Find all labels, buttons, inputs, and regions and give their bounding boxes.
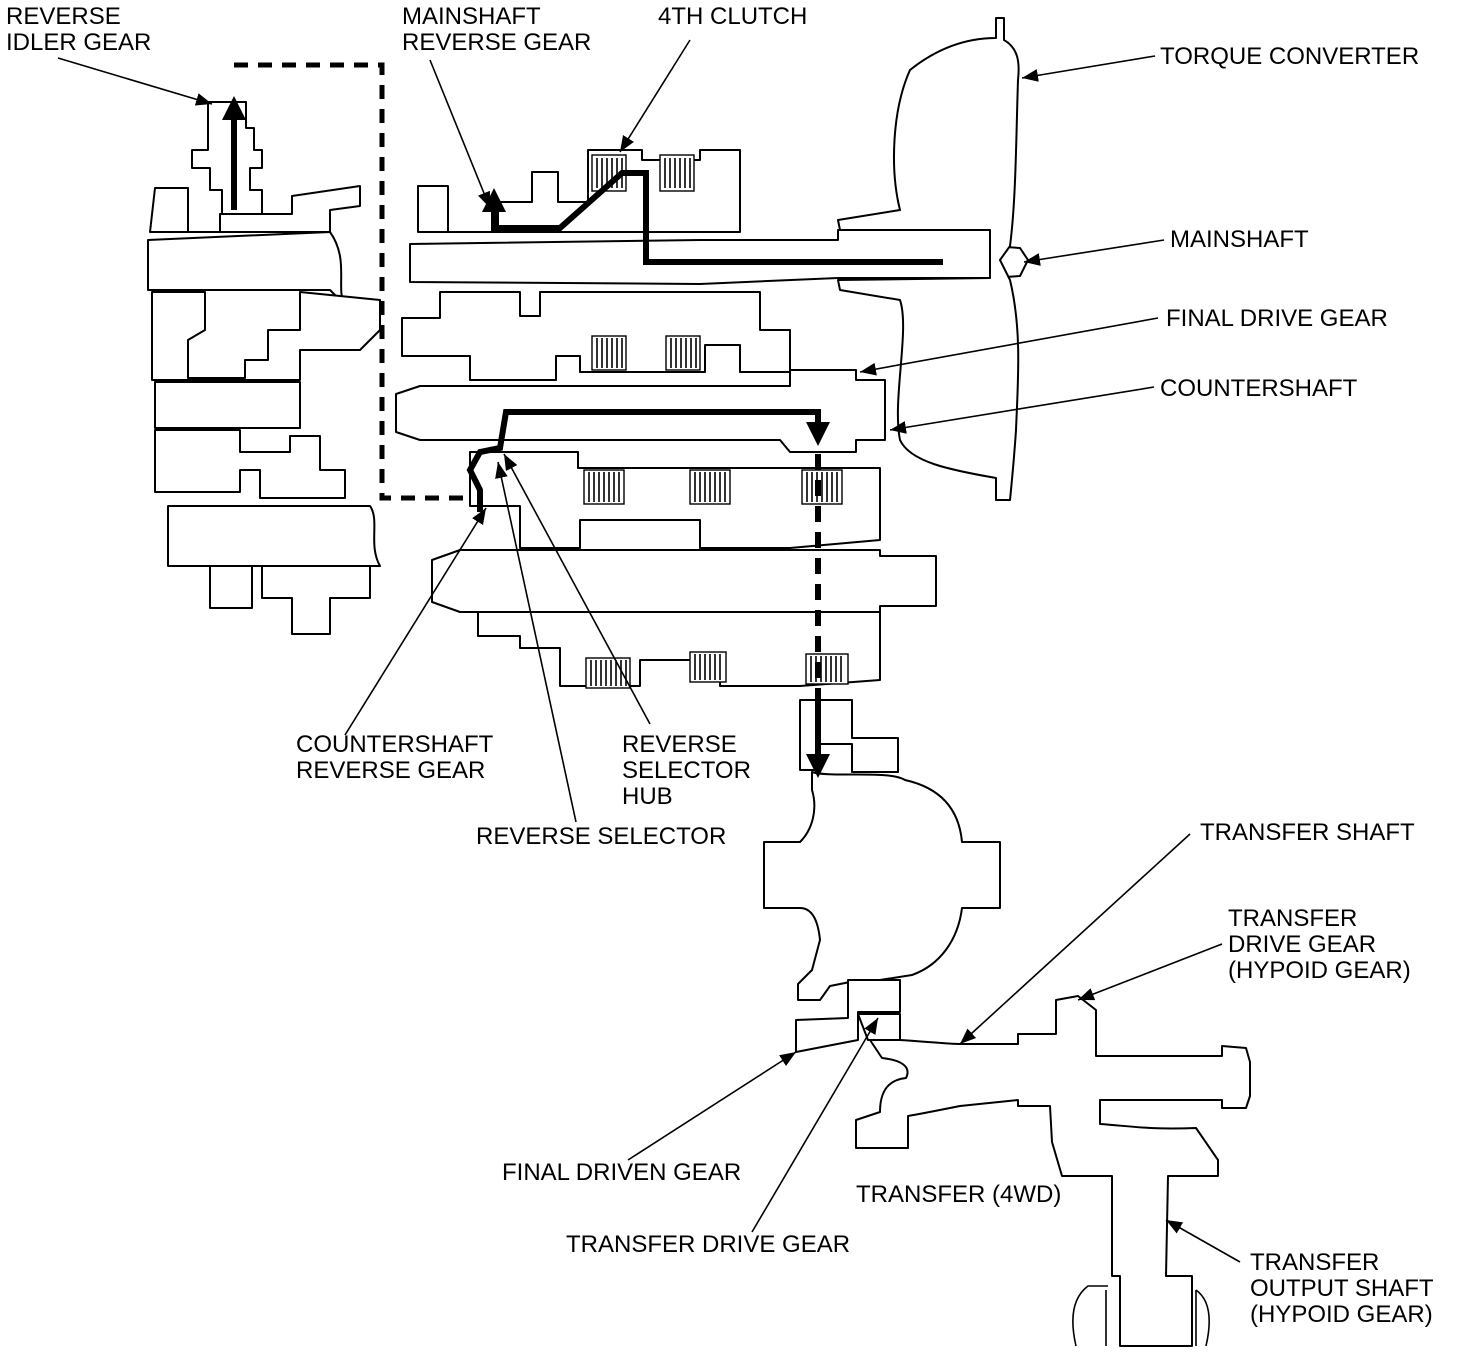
label-transfer-4wd: TRANSFER (4WD) (856, 1181, 1061, 1208)
label-line: (HYPOID GEAR) (1228, 957, 1411, 984)
label-line: DRIVE GEAR (1228, 931, 1376, 958)
reverse-idler-dashed-outline (234, 62, 478, 501)
secondary-shaft-drawing (431, 549, 937, 613)
label-final-driven-gear: FINAL DRIVEN GEAR (502, 1159, 741, 1186)
label-line: 4TH CLUTCH (658, 3, 807, 30)
main-gear-section (395, 149, 1029, 689)
label-line: REVERSE GEAR (402, 29, 591, 56)
final-driven-gear-drawing (795, 979, 901, 1053)
reverse-idler-gear-drawing (191, 101, 263, 221)
left-gear-section (147, 101, 381, 635)
label-line: (HYPOID GEAR) (1250, 1301, 1433, 1328)
label-line: TRANSFER SHAFT (1200, 819, 1415, 846)
label-line: MAINSHAFT (1170, 226, 1309, 253)
label-transfer-drive-gear: TRANSFER DRIVE GEAR (566, 1231, 850, 1258)
label-line: SELECTOR (622, 757, 751, 784)
middle-clutch-packs (591, 335, 701, 371)
label-transfer-shaft: TRANSFER SHAFT (1200, 819, 1415, 846)
left-countershaft (154, 381, 301, 429)
left-lower-gear-block (154, 429, 346, 499)
label-mainshaft: MAINSHAFT (1170, 226, 1309, 253)
label-line: TRANSFER DRIVE GEAR (566, 1231, 850, 1258)
reverse-power-flow-path (222, 96, 943, 778)
label-line: COUNTERSHAFT (1160, 375, 1358, 402)
left-bottom-gear-block (209, 565, 371, 635)
leader-lines (57, 39, 1241, 1263)
label-line: FINAL DRIVEN GEAR (502, 1159, 741, 1186)
mainshaft-drawing (409, 229, 1029, 285)
transfer-unit (855, 995, 1251, 1347)
label-line: REVERSE SELECTOR (476, 823, 726, 850)
label-line: REVERSE (6, 3, 121, 30)
left-middle-gear-block (151, 291, 381, 381)
final-drive-gear-drawing (799, 699, 899, 773)
label-line: IDLER GEAR (6, 29, 151, 56)
transfer-housing-drawing (855, 995, 1251, 1347)
transfer-drive-gear-drawing (857, 1013, 901, 1041)
label-torque-converter: TORQUE CONVERTER (1160, 43, 1419, 70)
label-line: TRANSFER (1228, 905, 1357, 932)
label-line: MAINSHAFT (402, 3, 541, 30)
final-drive-differential (763, 699, 1001, 1053)
label-countershaft: COUNTERSHAFT (1160, 375, 1358, 402)
lower-clutch-packs (583, 469, 843, 505)
label-line: TORQUE CONVERTER (1160, 43, 1419, 70)
label-line: TRANSFER (1250, 1249, 1379, 1276)
label-final-drive-gear: FINAL DRIVE GEAR (1166, 305, 1388, 332)
label-line: COUNTERSHAFT (296, 731, 494, 758)
left-lower-shaft (167, 505, 381, 567)
label-4th-clutch: 4TH CLUTCH (658, 3, 807, 30)
label-line: REVERSE GEAR (296, 757, 485, 784)
lower-gear-cluster (469, 451, 881, 549)
label-line: TRANSFER (4WD) (856, 1181, 1061, 1208)
bottom-clutch-packs (585, 651, 849, 689)
transfer-output-fins (1072, 1285, 1210, 1347)
label-line: OUTPUT SHAFT (1250, 1275, 1434, 1302)
label-line: REVERSE (622, 731, 737, 758)
label-reverse-selector: REVERSE SELECTOR (476, 823, 726, 850)
differential-carrier-drawing (763, 771, 1001, 1001)
label-line: HUB (622, 783, 673, 810)
bottom-gear-cluster (477, 611, 881, 687)
label-line: FINAL DRIVE GEAR (1166, 305, 1388, 332)
torque-converter-drawing (837, 17, 1020, 501)
